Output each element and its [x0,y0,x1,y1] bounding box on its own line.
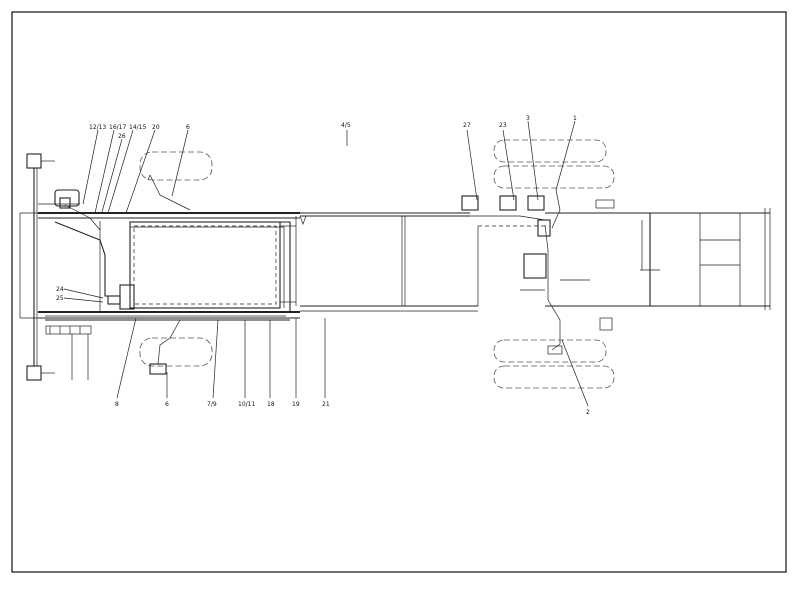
front-frame [520,208,771,310]
callout-3: 3 [526,115,530,122]
callout-18: 18 [267,401,275,408]
leader-lines [63,120,589,407]
callout-25: 25 [56,295,64,302]
air-tank-box [129,221,296,309]
callout-12-13: 12/13 [89,124,106,131]
front-wheels [493,139,615,389]
diagram-frame [11,11,787,573]
callout-6-top: 6 [186,124,190,131]
callout-labels: 12/13 16/17 14/15 26 20 6 4/5 27 23 3 1 … [56,115,590,416]
callout-24: 24 [56,286,64,293]
callout-20: 20 [152,124,160,131]
callout-1: 1 [573,115,577,122]
callout-21: 21 [322,401,330,408]
rear-axle-assembly [26,153,55,381]
callout-8: 8 [115,401,119,408]
callout-10-11: 10/11 [238,401,255,408]
callout-6-bottom: 6 [165,401,169,408]
chassis-frame [19,203,478,319]
front-brake-components [461,195,615,355]
callout-4-5: 4/5 [341,122,351,129]
callout-26: 26 [118,133,126,140]
callout-27: 27 [463,122,471,129]
callout-2: 2 [586,409,590,416]
callout-7-9: 7/9 [207,401,217,408]
brake-lines [45,174,561,365]
callout-16-17: 16/17 [109,124,126,131]
callout-14-15: 14/15 [129,124,146,131]
callout-23: 23 [499,122,507,129]
rear-wheels [139,151,213,367]
callout-19: 19 [292,401,300,408]
